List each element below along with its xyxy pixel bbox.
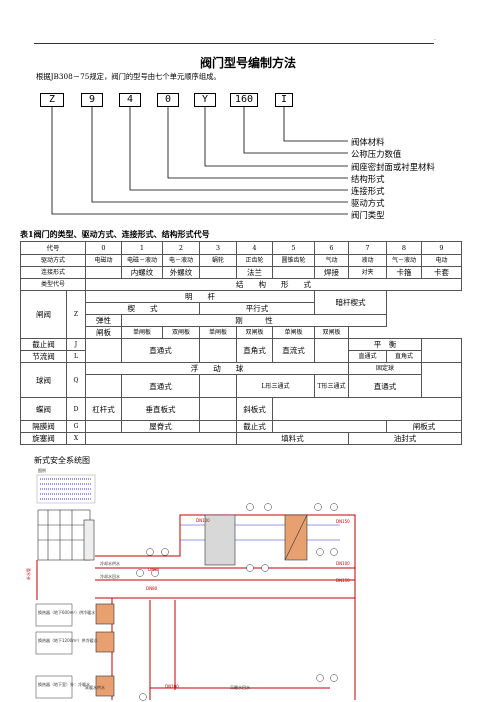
- pipe-label: DN100: [196, 518, 210, 523]
- pipe-label: DN100: [336, 561, 350, 566]
- cell: [272, 397, 462, 421]
- cell: 油封式: [348, 432, 462, 445]
- main-pipes: [36, 514, 356, 700]
- code-unit-body: I: [275, 93, 293, 107]
- vertical-note: 补水管: [25, 568, 31, 580]
- cell: 直角式: [236, 338, 273, 363]
- cell: [85, 338, 122, 363]
- legend-lines: [36, 474, 96, 504]
- diagram-overlay-caption: 新式安全系统图: [34, 455, 90, 466]
- row-butterfly: 蝶阀 D 杠杆式 垂直板式 斜板式: [20, 397, 462, 421]
- tank-boxes: [35, 603, 73, 699]
- legend-seal-material: 阀座密封面或衬里材料: [351, 162, 435, 172]
- pump-cluster: [37, 509, 95, 561]
- pipe-label: DN80: [146, 586, 158, 591]
- legend-drive: 驱动方式: [351, 198, 385, 208]
- legend-structure: 结构形式: [351, 174, 385, 184]
- line-note: 冷却水回水: [100, 573, 120, 579]
- code-unit-connect: 4: [119, 93, 141, 107]
- row-plug: 旋塞阀 X 填料式 油封式: [20, 432, 462, 445]
- line-note: 采暖水回水: [230, 684, 250, 690]
- intro-text: 根据JB308－75规定，阀门的型号由七个单元顺序组成。: [36, 72, 221, 81]
- row-connect: 连接形式 内螺纹 外螺纹 法兰 焊接 对夹 卡箍 卡套: [20, 266, 462, 279]
- cell: [386, 290, 462, 339]
- header-rule: [34, 43, 434, 44]
- code-unit-structure: 0: [157, 93, 179, 107]
- table-caption: 表1阀门的类型、驱动方式、连接形式、结构形式代号: [20, 229, 210, 239]
- valve-code-table: 代号 0 1 2 3 4 5 6 7 8 9 驱动方式 电磁动 电磁－液动 电－…: [20, 241, 462, 445]
- heat-exchangers: [95, 514, 308, 697]
- pipe-label: DN150: [336, 519, 350, 524]
- code-unit-pressure: 160: [230, 93, 258, 107]
- cell: T形三通式: [314, 374, 349, 398]
- row-ball-2: 直通式 L形三通式 T形三通式 直通式: [21, 374, 462, 398]
- instrument-gauges: [136, 503, 338, 701]
- corner-mark: .: [434, 35, 436, 42]
- cell: [199, 397, 237, 421]
- pipe-label: DN80: [148, 567, 160, 572]
- code-unit-drive: 9: [81, 93, 103, 107]
- cell: 直通式: [121, 374, 200, 398]
- tank-label: 换热器（地下600m²）供冷暖水: [38, 609, 95, 615]
- cell: 暗杆楔式: [314, 290, 387, 315]
- legend-title: 图例: [38, 467, 46, 473]
- page-title: 阀门型号编制方法: [199, 56, 296, 70]
- legend-body-material: 阀体材料: [351, 137, 385, 147]
- cell: 直通式: [121, 338, 200, 363]
- cell: [421, 362, 462, 398]
- pipe-label: DN150: [336, 578, 350, 583]
- row-diaphragm: 隔膜阀 G 屋脊式 截止式 闸板式: [20, 420, 462, 433]
- aux-pipes: [180, 524, 340, 541]
- legend-valve-type: 阀门类型: [351, 210, 385, 220]
- code-unit-type: Z: [40, 93, 64, 107]
- cell: L形三通式: [236, 374, 315, 398]
- code-connector-lines: [51, 107, 348, 215]
- cell: [421, 338, 462, 363]
- legend-pressure: 公称压力数值: [351, 149, 402, 159]
- legend-connection: 连接形式: [351, 186, 385, 196]
- cell: 直流式: [272, 338, 315, 363]
- line-note: 采暖水供水: [85, 684, 105, 690]
- cell: 垂直板式: [121, 397, 200, 421]
- pipe-label: DN100: [165, 684, 179, 689]
- tank-label: 换热器（地下室）外：冷暖水: [38, 681, 90, 687]
- cell: [199, 374, 237, 398]
- code-unit-seal: Y: [194, 93, 216, 107]
- cell: 直通式: [348, 374, 422, 398]
- row-stop: 截止阀 J 直通式 直角式 直流式 平 衡: [20, 338, 462, 363]
- tank-label: 换热器（地下1200m²）供冷暖水: [38, 637, 98, 643]
- line-note: 冷却水供水: [100, 560, 120, 566]
